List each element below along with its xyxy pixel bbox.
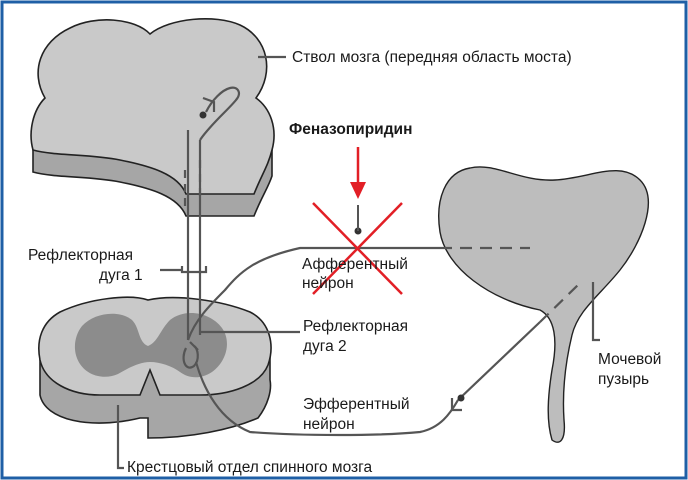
label-efferent-line1: Эфферентный xyxy=(303,396,410,413)
arc1-bracket xyxy=(182,266,206,272)
label-bladder-line1: Мочевой xyxy=(598,351,661,368)
synapse-dot-pons xyxy=(200,112,207,119)
spinal-cord xyxy=(39,297,271,438)
bladder-shape xyxy=(439,167,649,442)
label-reflex-arc-2-line2: дуга 2 xyxy=(303,338,347,355)
label-afferent-line1: Афферентный xyxy=(302,256,408,273)
label-afferent-line2: нейрон xyxy=(302,275,354,292)
label-drug: Феназопиридин xyxy=(289,121,412,138)
label-efferent-line2: нейрон xyxy=(303,416,355,433)
brainstem xyxy=(31,19,274,216)
synapse-dot-efferent xyxy=(458,395,465,402)
efferent-to-bladder xyxy=(458,322,540,400)
label-reflex-arc-2-line1: Рефлекторная xyxy=(303,318,408,335)
label-sacral-cord: Крестцовый отдел спинного мозга xyxy=(127,459,372,476)
drug-arrow xyxy=(350,147,366,231)
label-bladder-line2: пузырь xyxy=(598,371,649,388)
label-reflex-arc-1-line1: Рефлекторная xyxy=(28,247,133,264)
label-reflex-arc-1-line2: дуга 1 xyxy=(99,267,143,284)
bladder xyxy=(439,167,649,442)
label-brainstem: Ствол мозга (передняя область моста) xyxy=(292,49,572,66)
drug-arrow-head xyxy=(350,182,366,199)
